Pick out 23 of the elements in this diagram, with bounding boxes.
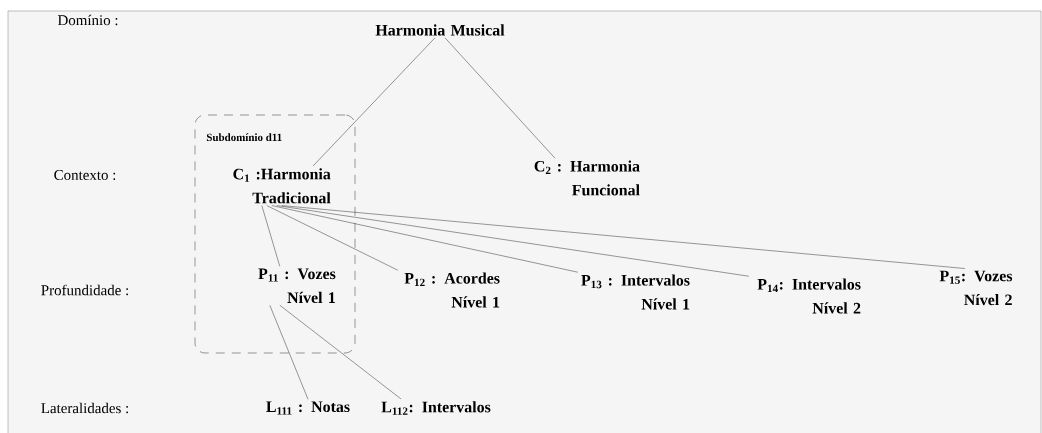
connector-line: [269, 305, 309, 400]
level-label: Profundidade :: [41, 284, 128, 296]
connector-line: [281, 205, 966, 269]
concept-text: L$_{111}$ : Notas: [266, 401, 350, 415]
concept-text: P$_{11}$ : Vozes Nível 1: [258, 268, 336, 304]
level-label: Contexto :: [54, 169, 116, 181]
concept-text: Harmonia Musical: [375, 24, 505, 36]
connector-line: [279, 305, 402, 400]
concept-text: P$_{12}$ : Acordes Nível 1: [404, 272, 500, 308]
concept-text: C$_{1}$ :Harmonia Tradicional: [233, 168, 331, 204]
connector-line: [266, 205, 398, 271]
concept-text: C$_{2}$ : Harmonia Funcional: [534, 160, 640, 196]
connector-line: [261, 205, 280, 267]
connector-line: [271, 205, 578, 273]
concept-text: L$_{112}$: Intervalos: [381, 401, 491, 415]
connector-line: [276, 205, 749, 277]
connector-line: [444, 37, 556, 159]
level-label: Domínio :: [57, 14, 118, 26]
concept-text: P$_{15}$: Vozes Nível 2: [939, 270, 1013, 306]
concept-text: P$_{14}$: Intervalos Nível 2: [757, 278, 861, 314]
connector-line: [312, 37, 436, 167]
concept-text: P$_{13}$ : Intervalos Nível 1: [581, 274, 690, 310]
level-label: Lateralidades :: [41, 402, 128, 414]
